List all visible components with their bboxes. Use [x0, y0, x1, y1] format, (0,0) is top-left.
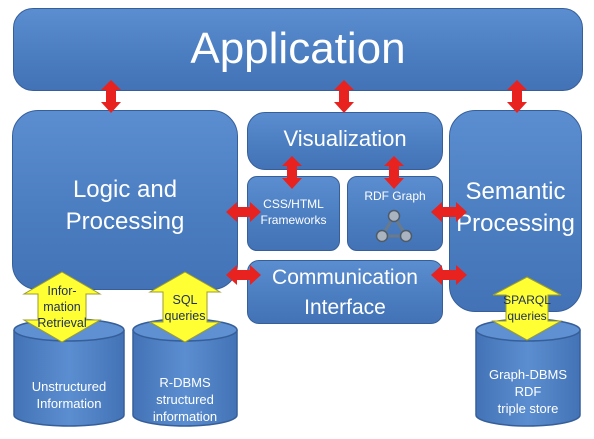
- sql-queries-label: SQL queries: [150, 292, 220, 324]
- visualization-label: Visualization: [283, 126, 407, 151]
- app-visualization-arrow: [334, 80, 354, 113]
- rdbms-line1: R-DBMS: [159, 375, 211, 390]
- communication-label-line2: Interface: [304, 296, 386, 319]
- application-label: Application: [190, 24, 406, 73]
- info-retrieval-line3: Retrieval: [37, 316, 87, 330]
- application-box: Application: [13, 8, 583, 91]
- logic-processing-label-line1: Logic and: [72, 176, 178, 203]
- logic-css-arrow: [226, 202, 261, 222]
- info-retrieval-line2: mation: [43, 300, 81, 314]
- app-logic-arrow: [101, 80, 121, 113]
- css-html-label-line1: CSS/HTML: [263, 197, 324, 211]
- semantic-processing-label-line1: Semantic: [465, 178, 566, 205]
- info-retrieval-arrow: [22, 271, 102, 343]
- info-retrieval-line1: Infor-: [47, 284, 77, 298]
- info-retrieval-label: Infor- mation Retrieval: [24, 283, 100, 331]
- communication-semantic-arrow: [431, 265, 467, 285]
- logic-processing-label-line2: Processing: [65, 208, 185, 235]
- graph-dbms-line1: Graph-DBMS: [488, 367, 568, 382]
- communication-interface-box: Communication Interface: [247, 260, 443, 324]
- rdbms-line2: structured: [156, 392, 214, 407]
- sparql-queries-label: SPARQL queries: [493, 292, 561, 324]
- css-html-label-line2: Frameworks: [260, 213, 327, 227]
- rdbms-label: R-DBMS structured information: [133, 374, 237, 425]
- visualization-rdf-arrow: [384, 156, 404, 189]
- css-html-frameworks-box: CSS/HTML Frameworks: [247, 176, 340, 251]
- graph-dbms-line3: triple store: [497, 401, 559, 416]
- unstructured-information-label: Unstructured Information: [14, 378, 124, 412]
- rdf-graph-icon: [375, 209, 413, 243]
- graph-dbms-line2: RDF: [514, 384, 542, 399]
- graph-dbms-label: Graph-DBMS RDF triple store: [476, 366, 580, 417]
- communication-label-line1: Communication: [272, 266, 418, 289]
- rdf-graph-label: RDF Graph: [364, 189, 426, 203]
- rdf-graph-box: RDF Graph: [347, 176, 443, 251]
- logic-communication-arrow: [226, 265, 261, 285]
- sql-queries-arrow: [148, 271, 222, 343]
- rdbms-line3: information: [152, 409, 218, 424]
- sql-queries-line2: queries: [164, 309, 206, 323]
- unstructured-line2: Information: [36, 396, 102, 411]
- app-semantic-arrow: [507, 80, 527, 113]
- sparql-queries-line1: SPARQL: [503, 293, 551, 307]
- sparql-queries-arrow: [491, 276, 563, 341]
- sparql-queries-line2: queries: [507, 309, 547, 323]
- sql-queries-line1: SQL: [172, 293, 198, 307]
- visualization-css-arrow: [282, 156, 302, 189]
- rdf-semantic-arrow: [431, 202, 467, 222]
- visualization-box: Visualization: [247, 112, 443, 170]
- unstructured-line1: Unstructured: [31, 379, 107, 394]
- semantic-processing-box: Semantic Processing: [449, 110, 582, 312]
- semantic-processing-label-line2: Processing: [456, 210, 575, 237]
- logic-processing-box: Logic and Processing: [12, 110, 238, 290]
